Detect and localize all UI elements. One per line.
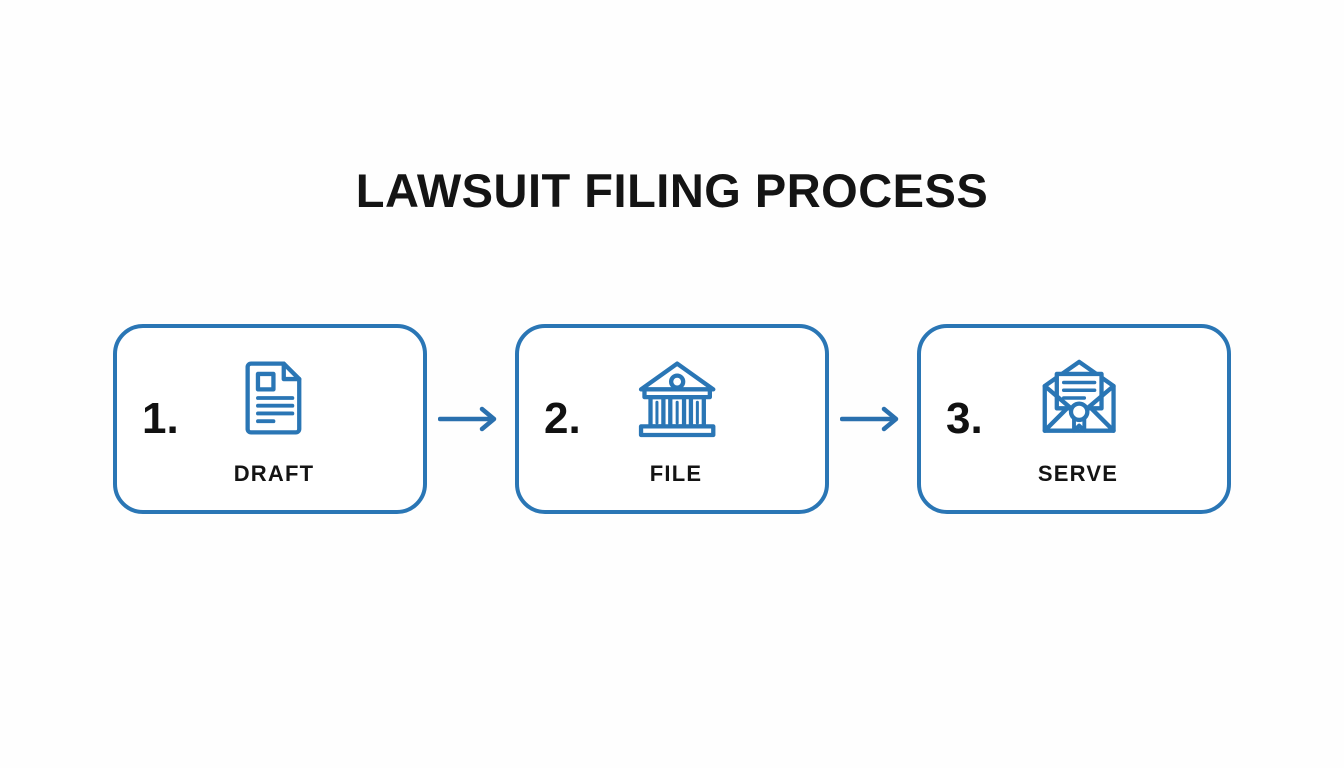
process-step-card-2[interactable]: 2. xyxy=(515,324,829,514)
process-step-card-1[interactable]: 1. DRAFT xyxy=(113,324,427,514)
step-label-2: FILE xyxy=(649,461,703,486)
page-title: LAWSUIT FILING PROCESS xyxy=(355,164,989,217)
courthouse-icon xyxy=(634,355,720,441)
process-step-card-3[interactable]: 3. xyxy=(917,324,1231,514)
step-label-3: SERVE xyxy=(1037,461,1119,486)
arrow-1-to-2 xyxy=(436,403,506,435)
process-flow: 1. DRAFT xyxy=(113,323,1231,515)
step-number-3: 3. xyxy=(946,394,983,443)
sealed-envelope-icon xyxy=(1036,355,1122,441)
arrow-2-to-3 xyxy=(838,403,908,435)
step-label-1: DRAFT xyxy=(233,461,315,486)
step-number-1: 1. xyxy=(142,394,179,443)
document-icon xyxy=(232,355,318,441)
step-number-2: 2. xyxy=(544,394,581,443)
